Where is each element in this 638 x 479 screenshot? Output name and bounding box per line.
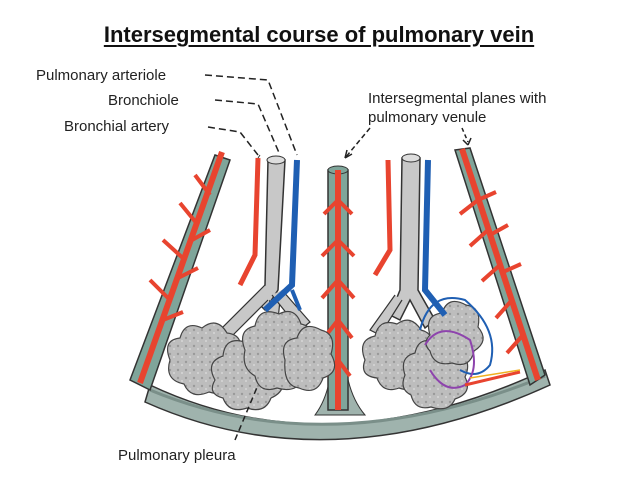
leader-bronchiole <box>214 99 281 156</box>
pulmonary-venule-loop <box>419 297 494 375</box>
right-pulmonary-arteriole <box>421 159 448 317</box>
right-septum <box>454 147 546 387</box>
middle-septum <box>320 165 356 411</box>
label-pulmonary-arteriole: Pulmonary arteriole <box>36 67 166 84</box>
leader-intersegmental-left <box>344 127 371 159</box>
right-bronchial-artery <box>372 159 393 277</box>
left-septum <box>129 150 231 392</box>
label-pulmonary-pleura: Pulmonary pleura <box>118 447 236 464</box>
left-bronchial-artery <box>237 157 261 287</box>
label-pulmonary-venule: pulmonary venule <box>368 109 486 126</box>
label-bronchiole: Bronchiole <box>108 92 179 109</box>
right-bronchiole-tree <box>362 153 484 410</box>
left-bronchiole-tree <box>167 155 336 411</box>
label-intersegmental-planes: Intersegmental planes with <box>368 90 546 107</box>
left-pulmonary-arteriole <box>262 159 300 313</box>
leader-intersegmental-right <box>461 127 469 143</box>
leader-bronchial-artery <box>207 126 259 156</box>
leader-pulmonary-arteriole <box>204 74 298 156</box>
label-bronchial-artery: Bronchial artery <box>64 118 170 135</box>
diagram-title: Intersegmental course of pulmonary vein <box>103 22 535 47</box>
